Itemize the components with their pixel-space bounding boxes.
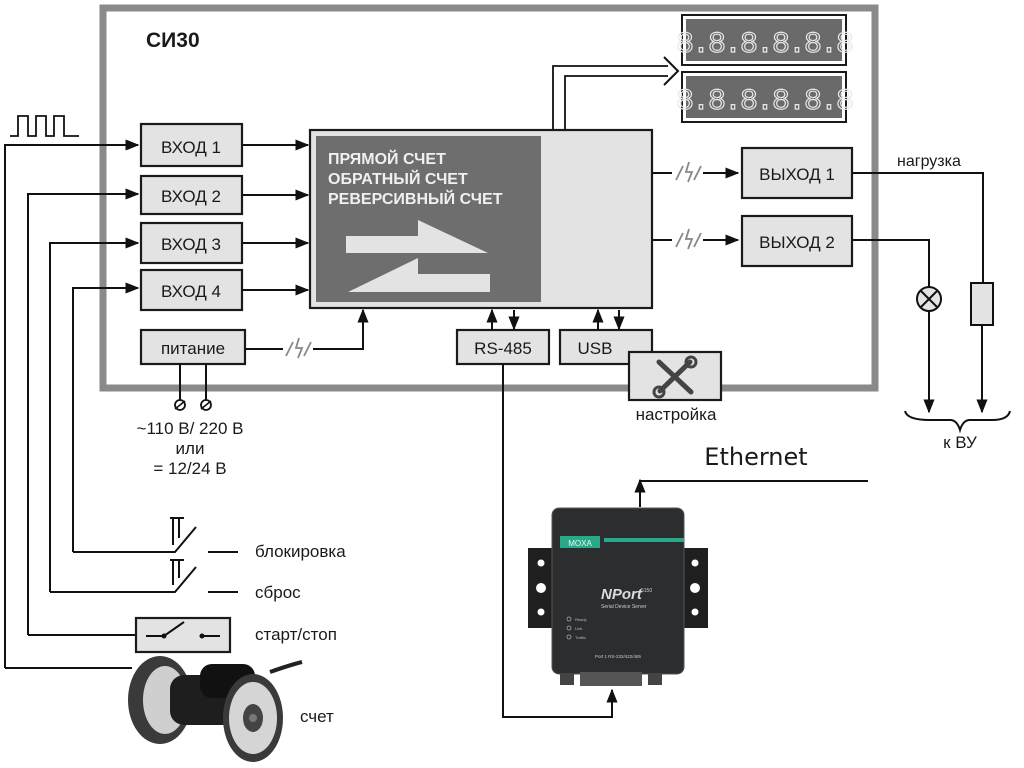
block-switch [73, 517, 238, 553]
load-target-label: к ВУ [943, 433, 977, 452]
display-1: 8.8.8.8.8.8 [675, 14, 856, 66]
input-block-3: ВХОД 3 [139, 221, 244, 265]
wrench-screwdriver-icon [652, 355, 698, 399]
setup-label: настройка [636, 405, 717, 424]
input-block-2: ВХОД 2 [139, 174, 244, 216]
rs485-label: RS-485 [474, 339, 532, 358]
setup-tool-block [627, 350, 723, 402]
input-label-1: ВХОД 1 [161, 138, 221, 157]
serial-port-connector [580, 672, 642, 686]
output-block-1: ВЫХОД 1 [740, 146, 854, 200]
rs485-block: RS-485 [455, 328, 551, 366]
counter-mode-2: ОБРАТНЫЙ СЧЕТ [328, 169, 468, 188]
nport-model-suffix: 5150 [641, 588, 652, 594]
output-label-1: ВЫХОД 1 [759, 165, 835, 184]
forward-arrow-icon [346, 220, 488, 253]
input-label-4: ВХОД 4 [161, 282, 221, 301]
isolation-symbol-out2 [675, 228, 702, 250]
reverse-arrow-icon [348, 258, 490, 292]
led-ready: Ready [575, 617, 587, 622]
start-stop-switch [28, 616, 232, 654]
pulse-signal-icon [10, 115, 79, 137]
moxa-nport-gateway: MOXA NPort 5150 Serial Device Server Rea… [528, 507, 708, 686]
display-2: 8.8.8.8.8.8 [675, 71, 856, 123]
usb-label: USB [578, 339, 613, 358]
nport-model: NPort [601, 586, 643, 603]
count-label: счет [300, 707, 334, 726]
ethernet-label: Ethernet [704, 443, 807, 471]
power-spec-line-1: ~110 В/ 220 В [137, 419, 244, 438]
encoder-wheel-icon [128, 656, 303, 762]
led-traffic: Traffic [575, 635, 586, 640]
input-label-2: ВХОД 2 [161, 187, 221, 206]
counter-mode-1: ПРЯМОЙ СЧЕТ [328, 149, 446, 168]
isolation-symbol-out1 [675, 161, 702, 183]
device-title: СИ30 [146, 29, 200, 52]
port-label: Port 1 RS-232/422/485 [595, 654, 642, 659]
power-label: питание [161, 339, 225, 358]
start-stop-label: старт/стоп [255, 625, 337, 644]
power-terminal-2 [200, 399, 212, 411]
input-block-4: ВХОД 4 [139, 268, 244, 312]
output-label-2: ВЫХОД 2 [759, 233, 835, 252]
isolation-symbol-power [285, 337, 312, 359]
block-label: блокировка [255, 542, 346, 561]
power-spec-line-2: или [176, 439, 205, 458]
counter-mode-3: РЕВЕРСИВНЫЙ СЧЕТ [328, 189, 503, 208]
nport-subtitle: Serial Device Server [601, 604, 647, 610]
lamp-symbol [916, 286, 942, 312]
power-block: питание [139, 328, 247, 366]
reset-label: сброс [255, 583, 301, 602]
reset-switch [50, 559, 238, 593]
brace-symbol [904, 410, 1011, 434]
led-link: Link [575, 626, 582, 631]
input-block-1: ВХОД 1 [139, 122, 244, 168]
resistor-symbol [970, 282, 994, 326]
input-label-3: ВХОД 3 [161, 235, 221, 254]
power-terminal-1 [174, 399, 186, 411]
power-spec-line-3: = 12/24 В [153, 459, 226, 478]
moxa-brand: MOXA [568, 539, 592, 548]
display-1-digits: 8.8.8.8.8.8 [676, 28, 853, 62]
display-arrow-head [663, 56, 680, 86]
load-label: нагрузка [897, 153, 961, 170]
output-block-2: ВЫХОД 2 [740, 214, 854, 268]
display-2-digits: 8.8.8.8.8.8 [676, 85, 853, 119]
